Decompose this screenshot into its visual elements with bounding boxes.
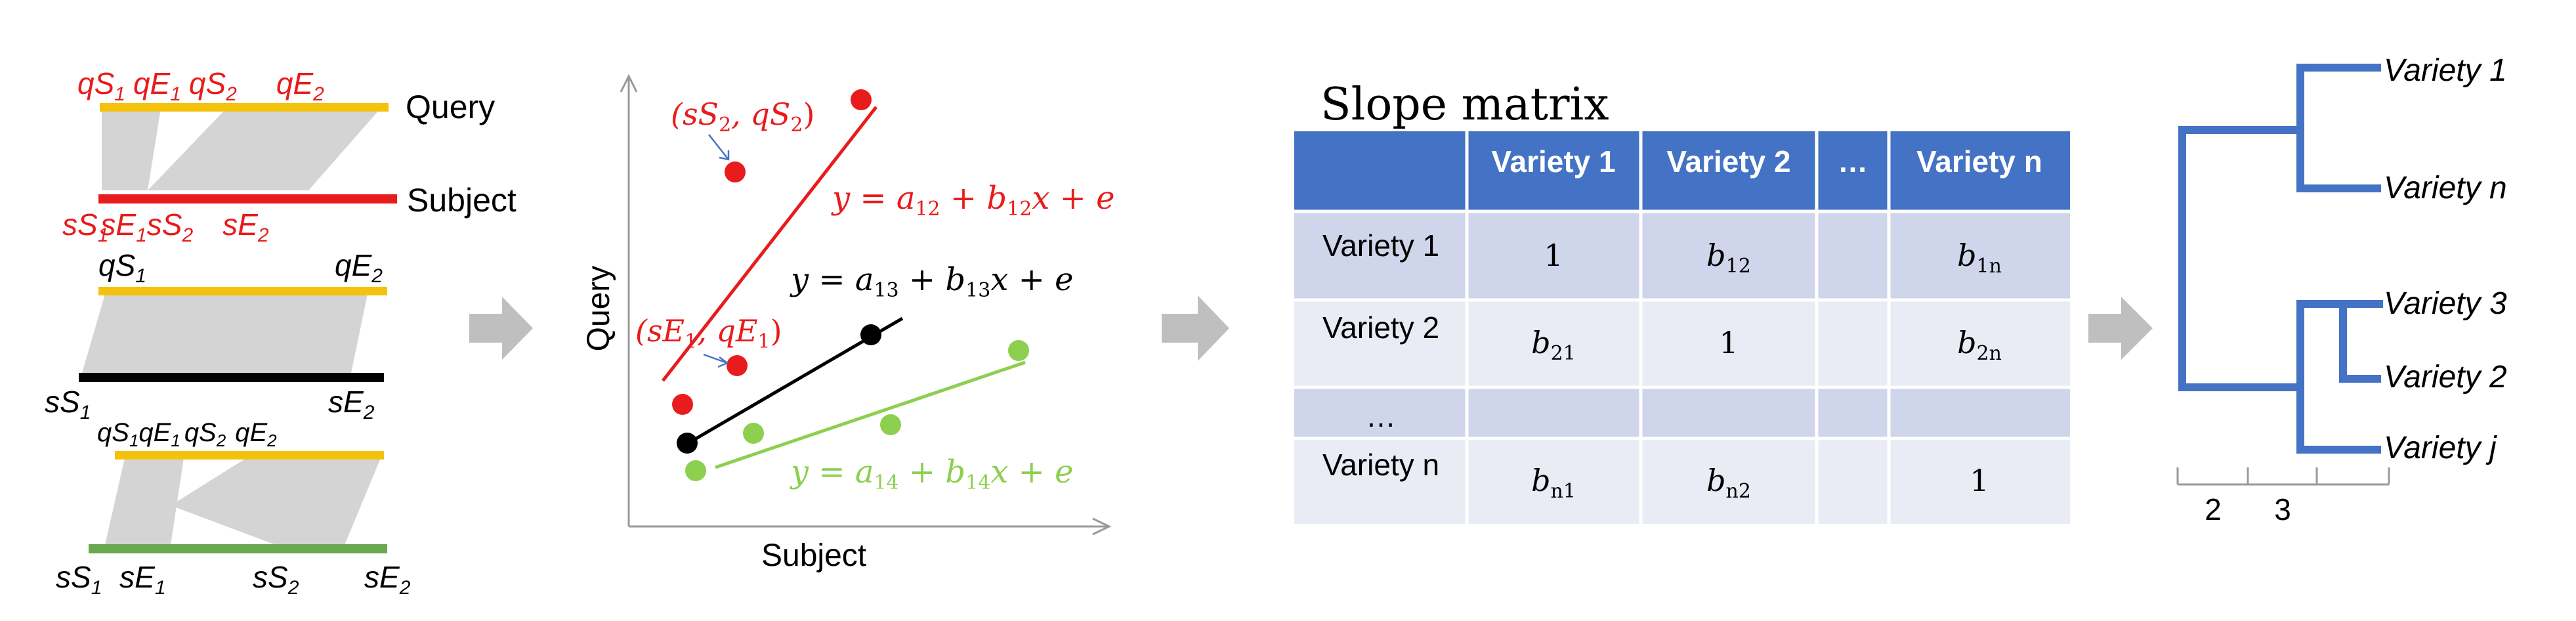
tree-leaf-label: Variety j <box>2384 431 2497 465</box>
matrix-cell: 1 <box>1970 463 1989 498</box>
tree-branch <box>2178 126 2304 391</box>
slope-matrix-panel: Slope matrix Variety 1 Variety 2 … Varie… <box>1294 79 2070 524</box>
alignment-band <box>171 458 381 545</box>
subject-coordinate-labels: sS1 sE2 <box>45 385 375 425</box>
x-axis-arrowhead <box>1092 517 1112 536</box>
alignment-band <box>102 108 161 190</box>
tree-leaf-label: Variety 3 <box>2384 286 2507 321</box>
matrix-row <box>1294 300 2070 387</box>
matrix-grid <box>1294 131 2070 524</box>
alignment-band <box>148 108 381 190</box>
matrix-row <box>1294 439 2070 524</box>
matrix-row <box>1294 387 2070 439</box>
alignment-band <box>82 294 368 373</box>
query-bar <box>98 287 387 295</box>
data-point-black <box>860 324 881 345</box>
data-point-black <box>677 433 698 454</box>
regression-line-red <box>662 106 877 382</box>
data-point-green <box>743 423 764 444</box>
tree-branch <box>2296 300 2381 454</box>
matrix-cell: 1 <box>1544 238 1563 273</box>
matrix-row <box>1294 211 2070 300</box>
alignment-band <box>105 458 184 545</box>
annotation-pointer-head <box>719 150 730 161</box>
data-point-green <box>880 414 901 435</box>
data-point-red <box>851 89 872 110</box>
matrix-col-header: Variety 2 <box>1666 144 1790 179</box>
matrix-cell: b2n <box>1957 325 2002 365</box>
data-point-green <box>685 460 706 481</box>
scale-label: 3 <box>2274 492 2291 526</box>
scale-label: 2 <box>2205 492 2222 526</box>
tree-leaf-label: Variety n <box>2384 171 2507 205</box>
matrix-cell: b21 <box>1531 325 1576 365</box>
dendrogram-panel <box>2178 64 2383 454</box>
equation-green: y = a14 + b14x + e <box>790 454 1074 494</box>
query-bar <box>115 451 384 460</box>
tree-scale-bar <box>2176 467 2390 486</box>
matrix-row-label: Variety 2 <box>1322 310 1439 345</box>
equation-red: y = a12 + b12x + e <box>831 180 1115 221</box>
annotation-pointer-head <box>717 356 729 368</box>
matrix-col-header: Variety n <box>1916 144 2042 179</box>
subject-bar <box>98 194 397 203</box>
point-annotation-mid: (sE1, qE1) <box>635 313 782 353</box>
flow-arrow <box>469 297 533 360</box>
query-coordinate-labels: qS1 qE2 <box>98 248 383 289</box>
subject-bar <box>89 544 387 553</box>
tree-leaf-label: Variety 2 <box>2384 360 2507 395</box>
equation-black: y = a13 + b13x + e <box>790 261 1074 302</box>
subject-label: Subject <box>407 182 517 219</box>
matrix-row-label: Variety n <box>1322 448 1439 482</box>
x-axis-label: Subject <box>761 538 866 573</box>
tree-leaf-label: Variety 1 <box>2384 53 2507 88</box>
matrix-title: Slope matrix <box>1320 79 1609 131</box>
matrix-cell: b12 <box>1706 238 1751 278</box>
matrix-col-header: … <box>1838 144 1868 179</box>
y-axis-label: Query <box>581 266 616 352</box>
matrix-cell: b1n <box>1957 238 2002 278</box>
tree-branch <box>2339 300 2383 383</box>
point-annotation-top: (sS2, qS2) <box>671 96 814 137</box>
data-point-red <box>725 161 746 182</box>
matrix-row-label: Variety 1 <box>1322 228 1439 263</box>
data-point-red <box>727 355 748 376</box>
matrix-row-label: … <box>1366 399 1396 433</box>
tree-branch <box>2296 64 2381 192</box>
scatter-panel: Subject Query (sS2, qS2) (sE1, qE1) y <box>581 74 1115 573</box>
matrix-header-row <box>1294 131 2070 211</box>
annotation-pointer <box>708 134 729 160</box>
y-axis-arrowhead <box>620 74 638 93</box>
data-point-green <box>1008 340 1029 361</box>
flow-arrow <box>1162 295 1229 361</box>
subject-coordinate-labels: sS1 sE1 sS2 sE2 <box>56 560 411 601</box>
matrix-col-header: Variety 1 <box>1491 144 1615 179</box>
annotation-pointer <box>703 353 728 364</box>
regression-line-green <box>715 360 1026 469</box>
data-point-red <box>672 394 693 415</box>
matrix-cell: bn2 <box>1706 463 1751 503</box>
matrix-cell: bn1 <box>1531 463 1576 503</box>
flow-arrow <box>2088 297 2153 360</box>
query-bar <box>100 103 389 112</box>
subject-bar <box>79 373 384 382</box>
query-label: Query <box>406 89 495 125</box>
matrix-cell: 1 <box>1719 325 1738 360</box>
